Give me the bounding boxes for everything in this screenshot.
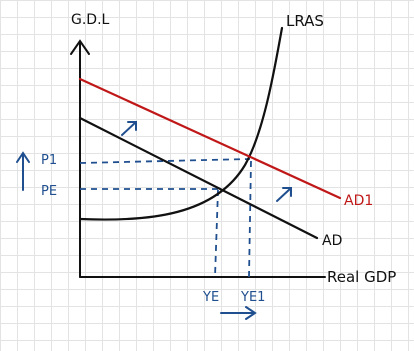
lras-curve [78, 26, 284, 221]
ad-label: AD [322, 233, 342, 249]
ye-dashed-line [214, 189, 219, 278]
arrow-up-right-icon [276, 187, 292, 202]
price-pe-label: PE [41, 184, 57, 199]
ye1-dashed-line [248, 160, 252, 278]
axes [70, 39, 326, 278]
arrow-up-right-icon [121, 121, 137, 136]
y-axis-label: G.D.L [71, 12, 110, 28]
lras-label: LRAS [286, 12, 324, 30]
guide-lines [79, 158, 252, 278]
ad-curve [78, 116, 319, 240]
ad1-label: AD1 [344, 193, 373, 209]
output-ye-label: YE [202, 290, 219, 305]
arrow-right-icon [220, 306, 257, 320]
output-ye1-label: YE1 [240, 290, 265, 305]
arrow-up-icon [16, 151, 30, 191]
ad1-curve [78, 77, 342, 200]
price-p1-label: P1 [41, 153, 57, 168]
x-axis-label: Real GDP [327, 268, 396, 286]
y-axis-arrowhead [70, 39, 90, 55]
